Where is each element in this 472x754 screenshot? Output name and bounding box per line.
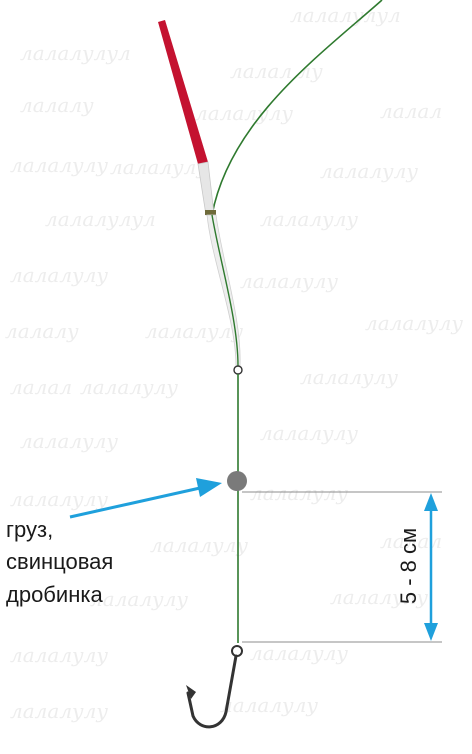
hook-shank bbox=[186, 654, 238, 729]
float-antenna bbox=[158, 20, 208, 164]
swivel-ring bbox=[233, 365, 243, 375]
svg-text:лалалулу: лалалулу bbox=[110, 155, 208, 179]
svg-text:лалалулу: лалалулу bbox=[10, 699, 108, 723]
hook-barb bbox=[186, 685, 196, 699]
watermark-pattern: лалалулул лалалулул лалал лу лалалу лала… bbox=[5, 3, 463, 723]
svg-text:лалалулу: лалалулу bbox=[10, 487, 108, 511]
svg-text:лалалулу: лалалулу bbox=[320, 159, 418, 183]
dimension-arrow-head-bottom bbox=[424, 623, 438, 641]
sinker-label-line-1: груз, bbox=[6, 517, 54, 542]
svg-text:лалалулул: лалалулул bbox=[290, 3, 401, 27]
pointer-arrow-head bbox=[196, 478, 222, 497]
svg-text:лалал: лалал bbox=[380, 99, 442, 123]
svg-text:лалалулу: лалалулу bbox=[150, 533, 248, 557]
sinker-shot bbox=[227, 471, 247, 491]
svg-text:лалалулу: лалалулу bbox=[250, 641, 348, 665]
svg-text:лалалулу: лалалулу bbox=[10, 153, 108, 177]
svg-text:лалалу: лалалу bbox=[20, 93, 94, 117]
float-keel bbox=[206, 214, 241, 367]
pointer-arrow-shaft bbox=[69, 486, 201, 519]
svg-text:лалалулу: лалалулу bbox=[90, 587, 188, 611]
svg-text:лалалулу: лалалулу bbox=[300, 365, 398, 389]
line-through-keel bbox=[211, 214, 239, 367]
svg-text:лалалулул: лалалулул bbox=[20, 41, 131, 65]
svg-text:лалалулу: лалалулу bbox=[260, 207, 358, 231]
float-body bbox=[197, 161, 215, 216]
svg-text:лалалулу: лалалулу bbox=[80, 375, 178, 399]
sinker-label-line-2: свинцовая bbox=[6, 549, 114, 574]
hook-eye bbox=[231, 645, 243, 657]
svg-text:лалал: лалал bbox=[10, 375, 72, 399]
svg-text:лалалулу: лалалулу bbox=[250, 481, 348, 505]
svg-text:лалалулу: лалалулу bbox=[10, 643, 108, 667]
svg-text:лалал лу: лалал лу bbox=[230, 59, 323, 83]
svg-text:лалалулу: лалалулу bbox=[220, 693, 318, 717]
svg-text:лалалулу: лалалулу bbox=[260, 421, 358, 445]
dimension-arrow-head-top bbox=[424, 493, 438, 511]
svg-text:лалалулу: лалалулу bbox=[365, 311, 463, 335]
sinker-label-line-3: дробинка bbox=[6, 582, 103, 607]
svg-text:лалалулу: лалалулу bbox=[240, 269, 338, 293]
svg-text:лалалу: лалалу bbox=[5, 319, 79, 343]
svg-text:лалалулу: лалалулу bbox=[20, 429, 118, 453]
float-ring bbox=[205, 210, 216, 215]
svg-text:лалалулу: лалалулу bbox=[330, 585, 428, 609]
main-line bbox=[211, 0, 383, 216]
svg-text:лалалулу: лалалулу bbox=[145, 319, 243, 343]
svg-text:лалалулул: лалалулул bbox=[45, 207, 156, 231]
svg-text:лалалулу: лалалулу bbox=[195, 101, 293, 125]
dimension-text: 5 - 8 см bbox=[396, 527, 421, 605]
svg-text:лалалулу: лалалулу bbox=[10, 263, 108, 287]
